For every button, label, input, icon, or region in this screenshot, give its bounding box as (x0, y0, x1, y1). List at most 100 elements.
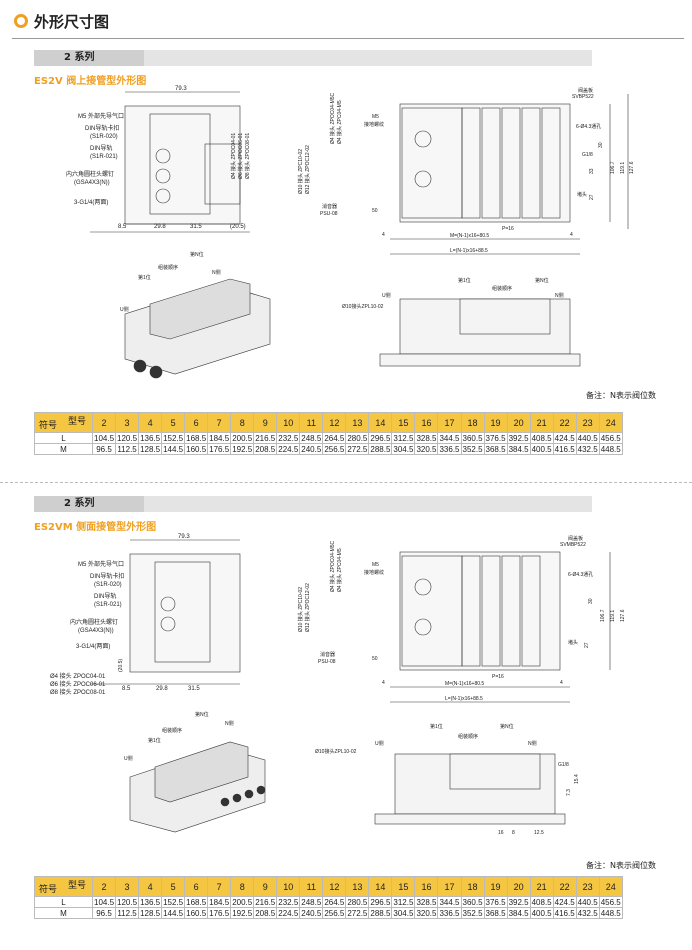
table-cell: 272.5 (345, 443, 370, 455)
table-cell: 288.5 (368, 907, 393, 919)
table-cell: 456.5 (598, 896, 623, 908)
drawing-label: 31.5 (190, 224, 202, 230)
table-cell: 296.5 (368, 432, 393, 444)
drawing-label: (S1R-020) (94, 582, 122, 588)
drawing-label: Ø10 接头 ZPC10-02 (297, 587, 304, 632)
drawing-svg: 79.3 M5 外部先导气口 DIN导轨卡扣 (S1R-020) DIN导轨 (… (66, 86, 635, 379)
table-cell: 264.5 (322, 432, 347, 444)
table-cell: 112.5 (115, 907, 140, 919)
drawing-label: Ø4 接头 ZPOC04-01 (230, 133, 237, 179)
column-header: 24 (598, 412, 623, 433)
table-cell: 168.5 (184, 432, 209, 444)
drawing-label: 30 (588, 598, 594, 604)
drawing-label: 第N位 (195, 711, 209, 718)
drawing-label: Ø4 接头 ZPOC04-M5C (329, 92, 336, 144)
table-cell: 368.5 (483, 907, 508, 919)
column-header: 23 (575, 876, 600, 897)
drawing-label: N侧 (528, 740, 537, 747)
table-cell: 328.5 (414, 432, 439, 444)
drawing-label: 消音器 (320, 651, 335, 658)
column-header: 12 (322, 876, 347, 897)
section-bar-line (144, 50, 592, 66)
spec-table: 型号 符号 2 3 4 5 6 7 8 9 10 11 12 13 14 15 … (34, 876, 623, 919)
table-cell: 360.5 (460, 432, 485, 444)
column-header: 20 (506, 876, 531, 897)
table-cell: 192.5 (230, 907, 255, 919)
drawing-label: 组装顺序 (458, 733, 478, 740)
table-cell: 448.5 (598, 443, 623, 455)
drawing-label: 33 (589, 168, 595, 174)
column-header: 17 (437, 412, 462, 433)
drawing-label: (GSA4X3(N)) (78, 628, 114, 634)
column-header: 20 (506, 412, 531, 433)
drawing-label: 30 (598, 142, 604, 148)
table-cell: 272.5 (345, 907, 370, 919)
table-cell: 424.5 (552, 432, 577, 444)
table-cell: 168.5 (184, 896, 209, 908)
column-header: 21 (529, 412, 554, 433)
drawing-label: Ø10 接头 ZPC10-02 (297, 149, 304, 194)
drawing-label: 阀盖板 (578, 87, 593, 94)
table-cell: 104.5 (91, 432, 117, 444)
table-cell: 184.5 (207, 896, 232, 908)
table-cell: 160.5 (184, 907, 209, 919)
drawing-label: (20.5) (230, 224, 246, 230)
drawing-label: SVMBP522 (560, 542, 586, 548)
table-cell: 224.5 (276, 907, 301, 919)
drawing-label: M5 外部先导气口 (78, 112, 124, 120)
table-cell: 384.5 (506, 907, 531, 919)
column-header: 5 (161, 876, 186, 897)
section-divider (0, 482, 692, 483)
table-cell: 336.5 (437, 907, 462, 919)
drawing-label: N侧 (555, 292, 564, 299)
drawing-label: N侧 (225, 720, 234, 727)
table-cell: 176.5 (207, 907, 232, 919)
drawing-label: 组装顺序 (162, 727, 182, 734)
drawing-label: U侧 (382, 292, 391, 299)
drawing-label: Ø4 接头 ZPC04-M5 (336, 548, 343, 592)
drawing-label: 3-G1/4(两面) (76, 643, 110, 650)
table-cell: 440.5 (575, 896, 600, 908)
table-cell: 144.5 (161, 907, 186, 919)
drawing-label: 内六角圆柱头螺钉 (66, 170, 114, 178)
table-cell: 456.5 (598, 432, 623, 444)
column-header: 3 (115, 412, 140, 433)
drawing-label: 第N位 (500, 723, 514, 730)
table-cell: 112.5 (115, 443, 140, 455)
column-header: 7 (207, 412, 232, 433)
section-bar-line (144, 496, 592, 512)
column-header: 17 (437, 876, 462, 897)
drawing-label: 第1位 (148, 737, 161, 744)
table-cell: 408.5 (529, 432, 554, 444)
column-header: 12 (322, 412, 347, 433)
column-header: 13 (345, 412, 370, 433)
drawing-label: Ø8 接头 ZPOC08-01 (50, 688, 106, 696)
column-header: 21 (529, 876, 554, 897)
table-cell: 264.5 (322, 896, 347, 908)
table-cell: 400.5 (529, 907, 554, 919)
drawing-svg: 79.3 M5 外部先导气口 DIN导轨卡扣 (S1R-020) DIN导轨 (… (50, 534, 626, 836)
column-header: 5 (161, 412, 186, 433)
table-cell: 256.5 (322, 907, 347, 919)
column-header: 9 (253, 412, 278, 433)
circle-bullet-icon (14, 14, 28, 28)
table-cell: 144.5 (161, 443, 186, 455)
drawing-label: Ø10接头ZPL10-02 (315, 748, 357, 755)
drawing-label: DIN导轨 (90, 144, 112, 152)
table-cell: 224.5 (276, 443, 301, 455)
row-label: L (34, 896, 93, 908)
drawing-label: 50 (372, 656, 378, 662)
row-label: M (34, 907, 93, 919)
drawing-label: M5 (372, 562, 379, 568)
table-cell: 440.5 (575, 432, 600, 444)
drawing-label: 接地螺纹 (364, 569, 384, 576)
drawing-label: DIN导轨 (94, 592, 116, 600)
table-cell: 392.5 (506, 432, 531, 444)
table-cell: 152.5 (161, 896, 186, 908)
table-cell: 280.5 (345, 896, 370, 908)
table-cell: 400.5 (529, 443, 554, 455)
column-header: 23 (575, 412, 600, 433)
table-cell: 248.5 (299, 432, 324, 444)
